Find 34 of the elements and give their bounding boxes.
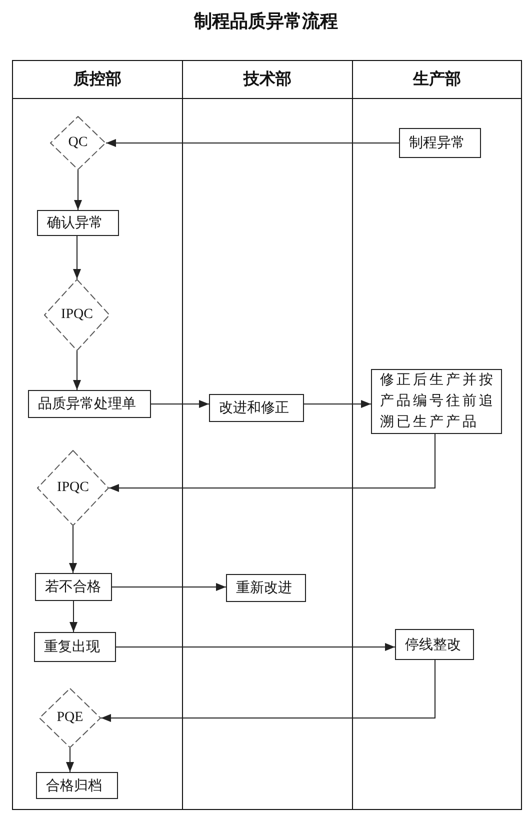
process-box: 重新改进 — [226, 574, 306, 602]
arrow — [74, 170, 82, 210]
process-box: 品质异常处理单 — [28, 390, 151, 418]
arrow — [116, 643, 396, 651]
arrow — [66, 748, 74, 772]
process-box: 确认异常 — [37, 210, 119, 236]
arrow — [108, 434, 436, 492]
arrow — [150, 400, 210, 408]
decision-diamond: IPQC — [44, 279, 110, 351]
diagram-title: 制程品质异常流程 — [194, 11, 338, 33]
lane-header: 技术部 — [183, 61, 352, 99]
decision-diamond: IPQC — [37, 450, 109, 526]
process-box: 修正后生产并按产品编号往前追溯已生产产品 — [371, 369, 502, 434]
swimlane — [182, 60, 353, 810]
swimlane — [352, 60, 522, 810]
arrow — [69, 526, 77, 574]
process-box: 制程异常 — [399, 128, 481, 158]
arrow — [70, 600, 78, 632]
process-box: 改进和修正 — [209, 394, 304, 422]
arrow — [100, 660, 436, 722]
arrow — [106, 139, 400, 147]
process-box: 合格归档 — [36, 772, 118, 799]
arrow — [112, 583, 226, 591]
lane-header: 生产部 — [353, 61, 521, 99]
lane-header: 质控部 — [13, 61, 182, 99]
arrow — [73, 236, 81, 280]
arrow — [73, 350, 81, 390]
process-box: 若不合格 — [35, 573, 112, 601]
decision-diamond: PQE — [39, 688, 101, 748]
process-box: 重复出现 — [34, 632, 116, 662]
swimlane — [12, 60, 183, 810]
process-box: 停线整改 — [395, 629, 474, 660]
arrow — [304, 400, 372, 408]
decision-diamond: QC — [50, 116, 106, 170]
